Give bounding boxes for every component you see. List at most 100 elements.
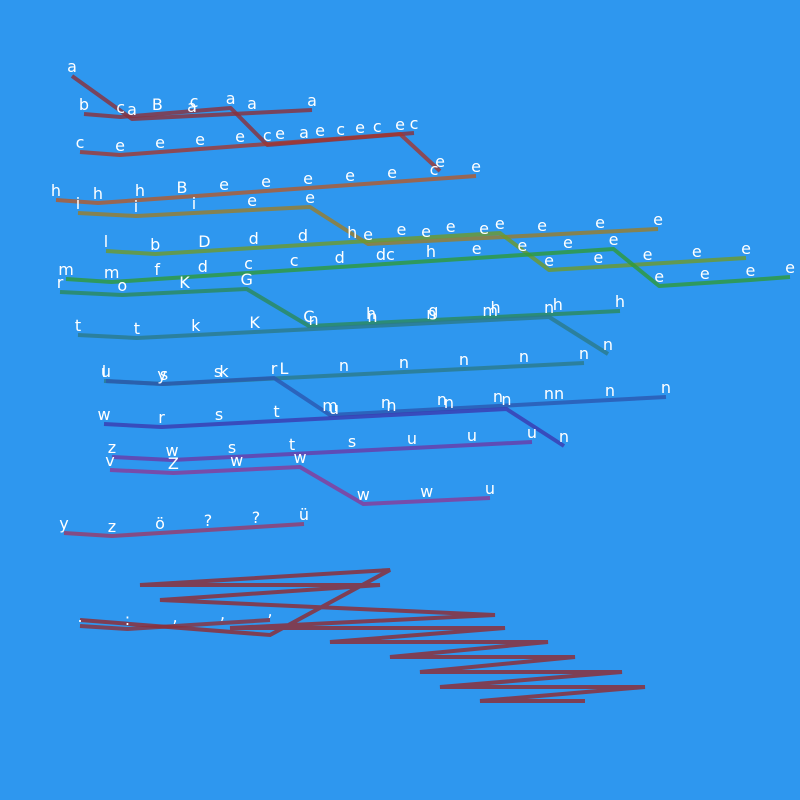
node-label: s bbox=[228, 438, 236, 457]
node-label: e bbox=[609, 230, 619, 249]
node-label: u bbox=[527, 423, 537, 442]
node-label: n bbox=[579, 344, 589, 363]
node-label: e bbox=[155, 133, 165, 152]
transition-line-a bbox=[70, 74, 313, 121]
node-label: t bbox=[75, 316, 81, 335]
node-label: e bbox=[435, 152, 445, 171]
node-label: n bbox=[501, 390, 511, 409]
node-label: m bbox=[482, 301, 498, 320]
node-label: s bbox=[214, 362, 222, 381]
node-label: e bbox=[472, 239, 482, 258]
node-label: n bbox=[544, 298, 554, 317]
node-label: s bbox=[215, 405, 223, 424]
node-label: , bbox=[220, 604, 225, 623]
node-label: b bbox=[79, 95, 89, 114]
node-label: h bbox=[93, 184, 103, 203]
node-label: , bbox=[267, 601, 272, 620]
node-label: n bbox=[367, 307, 377, 326]
node-label: ü bbox=[299, 505, 309, 524]
node-label: r bbox=[158, 408, 165, 427]
node-label: v bbox=[105, 451, 114, 470]
node-label: B bbox=[152, 95, 163, 114]
node-label: dc bbox=[376, 245, 395, 264]
node-label: e bbox=[355, 118, 365, 137]
node-label: e bbox=[195, 130, 205, 149]
node-label: e bbox=[692, 242, 702, 261]
node-label: y bbox=[157, 365, 166, 384]
node-label: e bbox=[315, 121, 325, 140]
node-label: k bbox=[191, 316, 201, 335]
node-label: n bbox=[437, 390, 447, 409]
node-label: C bbox=[303, 307, 314, 326]
node-label: e bbox=[115, 136, 125, 155]
node-label: l bbox=[104, 232, 108, 251]
transition-line-h bbox=[55, 174, 477, 205]
node-label: Z bbox=[168, 454, 179, 473]
node-label: e bbox=[219, 175, 229, 194]
node-label: c bbox=[336, 120, 345, 139]
node-label: c bbox=[244, 254, 253, 273]
node-label: d bbox=[335, 248, 345, 267]
node-label: ö bbox=[155, 514, 165, 533]
transition-line-l bbox=[105, 231, 747, 272]
node-label: e bbox=[363, 225, 373, 244]
node-label: e bbox=[700, 264, 710, 283]
node-label: ? bbox=[252, 508, 261, 527]
transition-line-y bbox=[63, 522, 305, 538]
node-label: c bbox=[190, 92, 199, 111]
transition-line-u bbox=[105, 376, 667, 417]
node-label: e bbox=[785, 258, 795, 277]
node-label: e bbox=[395, 115, 405, 134]
node-label: e bbox=[745, 261, 755, 280]
node-label: e bbox=[387, 163, 397, 182]
node-label: k bbox=[219, 362, 229, 381]
node-label: e bbox=[653, 210, 663, 229]
node-label: r bbox=[57, 273, 64, 292]
node-label: s bbox=[348, 432, 356, 451]
node-label: L bbox=[280, 359, 289, 378]
node-label: n bbox=[605, 381, 615, 400]
node-label: e bbox=[275, 124, 285, 143]
node-label: , bbox=[172, 607, 177, 626]
node-label: n bbox=[559, 427, 569, 446]
node-label: K bbox=[179, 273, 190, 292]
node-label: b bbox=[150, 235, 160, 254]
node-label: a bbox=[226, 89, 236, 108]
node-label: h bbox=[615, 292, 625, 311]
node-label: e bbox=[563, 233, 573, 252]
node-label: D bbox=[198, 232, 210, 251]
node-label: ? bbox=[204, 511, 213, 530]
node-label: u bbox=[485, 479, 495, 498]
node-label: n bbox=[339, 356, 349, 375]
node-label: a bbox=[187, 97, 197, 116]
node-label: e bbox=[421, 222, 431, 241]
node-label: e bbox=[479, 219, 489, 238]
node-label: e bbox=[517, 236, 527, 255]
node-label: i bbox=[134, 197, 138, 216]
transition-lines bbox=[55, 74, 791, 703]
node-label: u bbox=[407, 429, 417, 448]
node-label: w bbox=[230, 451, 243, 470]
node-label: e bbox=[345, 166, 355, 185]
node-label: w bbox=[165, 441, 178, 460]
node-label: h bbox=[347, 223, 357, 242]
node-label: s bbox=[160, 365, 168, 384]
node-label: g bbox=[428, 301, 438, 320]
node-label: y bbox=[59, 514, 68, 533]
node-label: e bbox=[305, 188, 315, 207]
node-label: : bbox=[125, 610, 130, 629]
node-label: e bbox=[235, 127, 245, 146]
node-label: w bbox=[420, 482, 433, 501]
transition-line-m bbox=[65, 247, 791, 288]
node-label: e bbox=[303, 169, 313, 188]
node-label: n bbox=[603, 335, 613, 354]
node-label: n bbox=[493, 387, 503, 406]
node-label: c bbox=[430, 160, 439, 179]
node-label: c bbox=[373, 117, 382, 136]
node-label: . bbox=[77, 607, 82, 626]
node-label: e bbox=[446, 217, 456, 236]
node-label: u bbox=[467, 426, 477, 445]
node-label: a bbox=[247, 94, 257, 113]
node-label: m bbox=[58, 260, 74, 279]
node-label: e bbox=[495, 214, 505, 233]
